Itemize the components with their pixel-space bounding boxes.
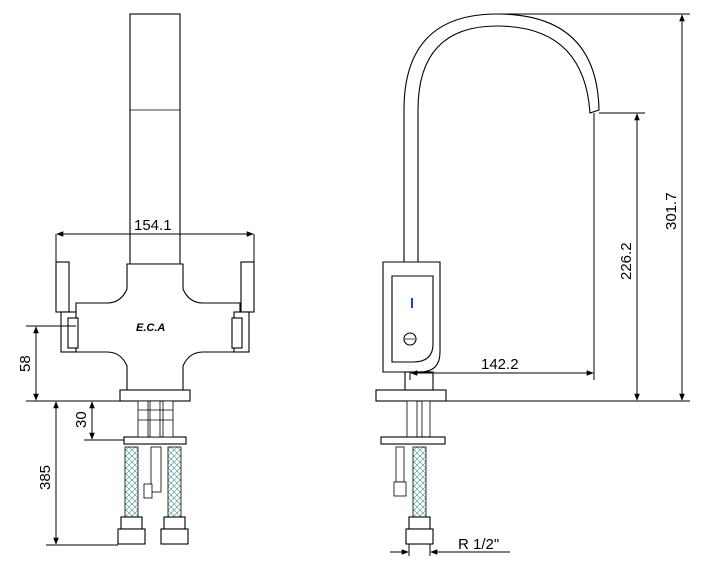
side-window: [391, 275, 434, 363]
dim-142-label: 142.2: [481, 356, 519, 373]
front-right-arm: [240, 261, 255, 313]
dim-385-label: 385: [37, 465, 54, 490]
front-nut-left: [120, 516, 143, 530]
dim-30-label: 30: [73, 411, 90, 428]
side-base: [375, 389, 447, 402]
front-hose-right: [167, 446, 182, 518]
dim-301-label: 301.7: [663, 192, 680, 230]
side-view: 301.7 226.2 142.2 R 1/2": [375, 13, 690, 556]
front-lever: [129, 13, 181, 265]
front-hose-left: [124, 446, 139, 518]
dim-58-label: 58: [17, 355, 34, 372]
dim-154-label: 154.1: [134, 217, 172, 234]
dim-226-label: 226.2: [618, 242, 635, 280]
side-flange: [380, 436, 446, 445]
side-hose: [412, 446, 427, 518]
front-left-arm: [55, 261, 70, 313]
side-nut: [408, 516, 431, 530]
front-logo: E.C.A: [136, 322, 165, 334]
front-flange: [123, 436, 187, 445]
front-nut-right: [163, 516, 186, 530]
front-base: [119, 389, 191, 402]
dim-thread-label: R 1/2": [458, 536, 499, 553]
front-view: E.C.A 154.1 58 30: [17, 13, 255, 546]
side-spout: [403, 13, 600, 263]
